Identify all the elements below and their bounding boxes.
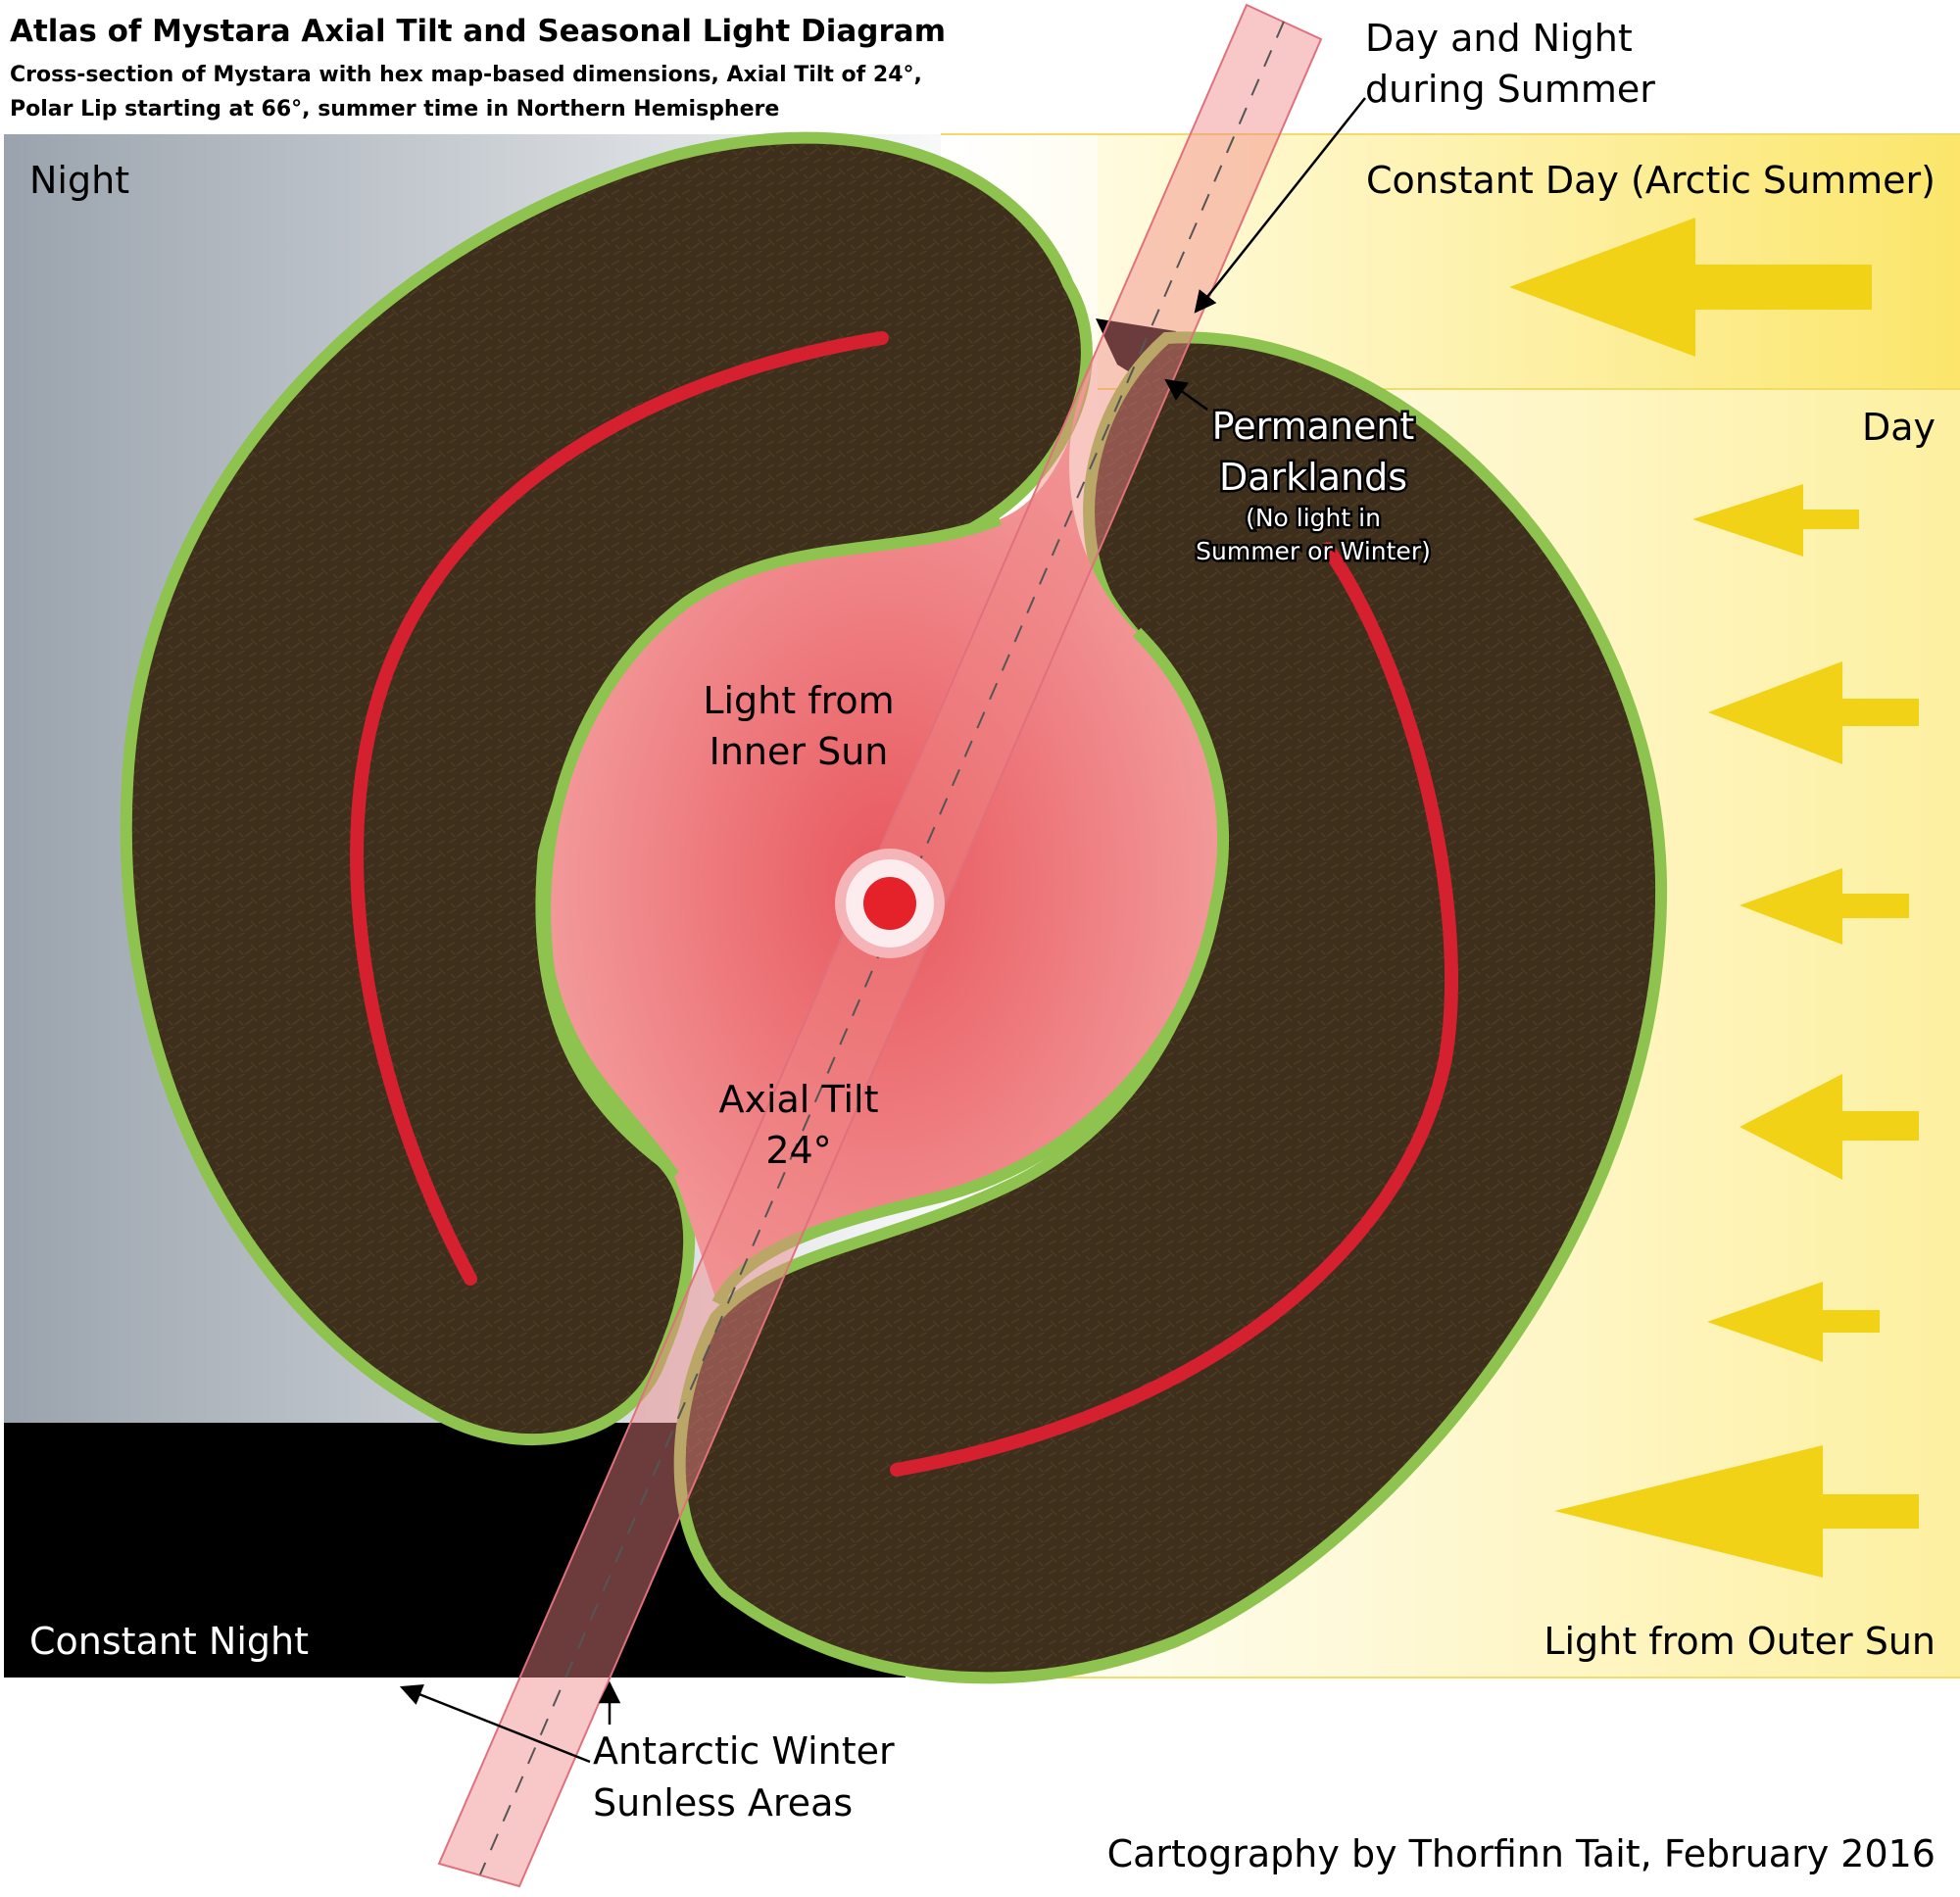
label-light-inner-sun-line-1: Light from bbox=[703, 679, 894, 722]
inner-crust-upper bbox=[539, 513, 1003, 1180]
sun-arrow bbox=[1692, 484, 1859, 557]
label-darklands-note-line-1: (No light in bbox=[1246, 504, 1381, 532]
label-light-outer-sun: Light from Outer Sun bbox=[1544, 1620, 1936, 1663]
label-day: Day bbox=[1862, 406, 1936, 449]
sun-arrow bbox=[1740, 1074, 1919, 1180]
label-constant-night: Constant Night bbox=[29, 1620, 309, 1663]
sun-arrow bbox=[1708, 661, 1919, 764]
label-permanent-darklands-line-1: Permanent bbox=[1212, 405, 1415, 448]
label-constant-day: Constant Day (Arctic Summer) bbox=[1366, 159, 1936, 202]
label-light-inner-sun-line-2: Inner Sun bbox=[710, 730, 889, 773]
inner-sun-core bbox=[863, 877, 916, 930]
credit-text: Cartography by Thorfinn Tait, February 2… bbox=[1107, 1832, 1936, 1875]
diagram-title: Atlas of Mystara Axial Tilt and Seasonal… bbox=[10, 14, 946, 49]
label-day-night-summer-line-2: during Summer bbox=[1365, 68, 1655, 111]
sun-arrow bbox=[1707, 1282, 1880, 1362]
day-night-summer-pointer bbox=[1194, 97, 1366, 314]
label-axial-tilt-line-2: 24° bbox=[765, 1129, 831, 1172]
sun-arrow bbox=[1554, 1445, 1919, 1578]
magma-channel-upper bbox=[350, 331, 889, 1286]
inner-crust-lower bbox=[711, 627, 1230, 1306]
magma-channel-lower bbox=[890, 542, 1459, 1477]
sun-arrow bbox=[1509, 218, 1872, 357]
antarctic-pointer-left bbox=[399, 1683, 591, 1764]
label-axial-tilt-line-1: Axial Tilt bbox=[718, 1078, 878, 1121]
label-night: Night bbox=[29, 159, 129, 202]
label-permanent-darklands-line-2: Darklands bbox=[1219, 456, 1407, 499]
label-day-night-summer-line-1: Day and Night bbox=[1365, 17, 1633, 60]
sun-arrows bbox=[1509, 218, 1919, 1578]
label-antarctic-winter-line-2: Sunless Areas bbox=[593, 1781, 853, 1824]
diagram-subtitle-line-1: Cross-section of Mystara with hex map-ba… bbox=[10, 63, 922, 87]
hollow-interior bbox=[545, 365, 1224, 1303]
label-darklands-note-line-2: Summer or Winter) bbox=[1196, 537, 1431, 565]
diagram-subtitle-line-2: Polar Lip starting at 66°, summer time i… bbox=[10, 97, 779, 122]
darklands-pointer bbox=[1164, 378, 1208, 412]
label-antarctic-winter-line-1: Antarctic Winter bbox=[593, 1729, 895, 1773]
sun-arrow bbox=[1740, 868, 1909, 945]
